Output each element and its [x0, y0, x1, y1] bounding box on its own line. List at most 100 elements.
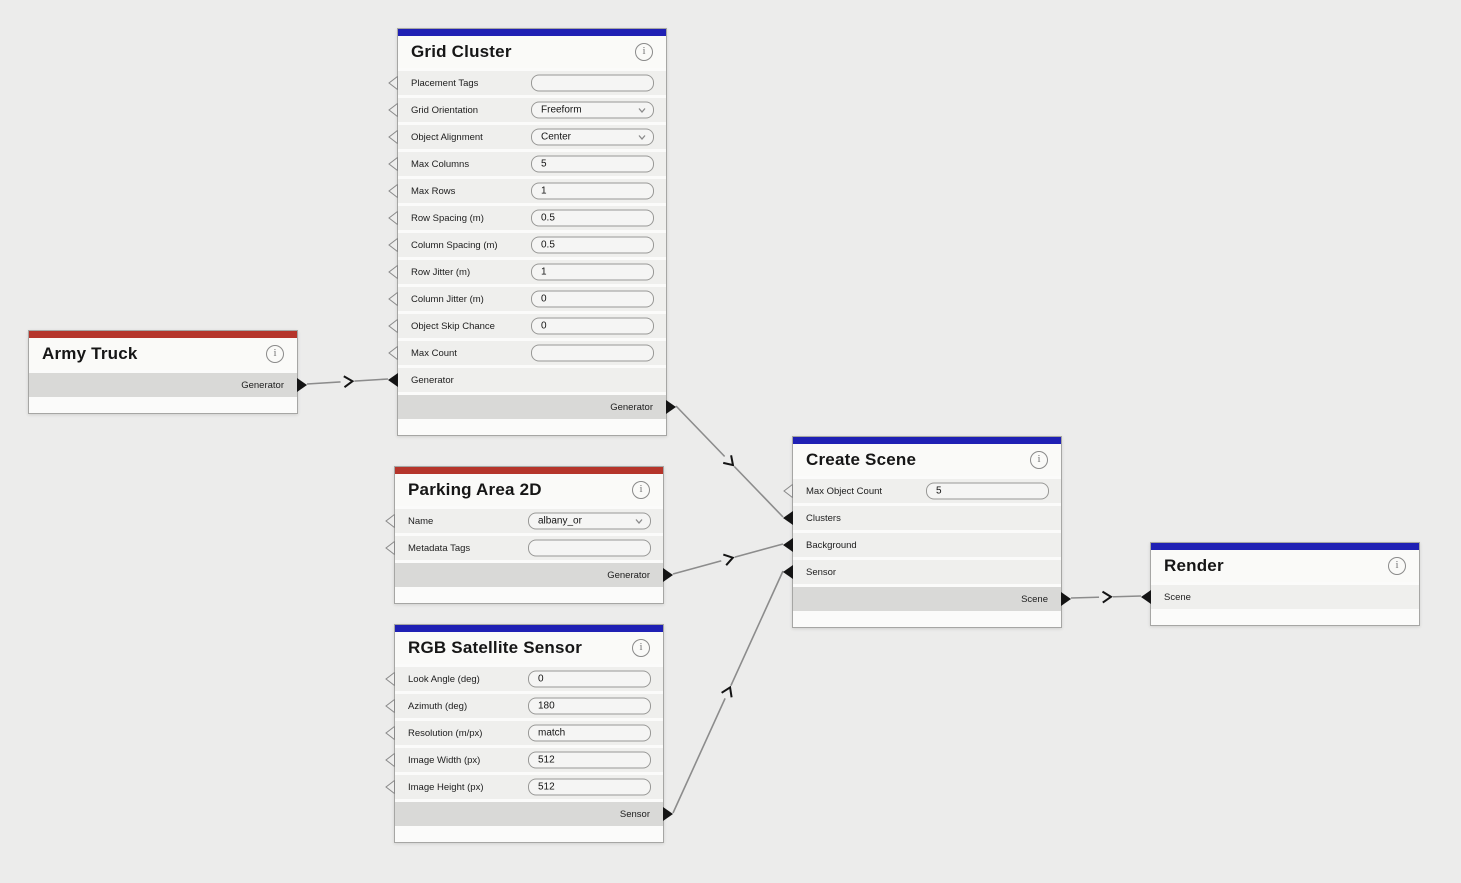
output-row: Generator [29, 373, 307, 397]
input-port-placement-tags[interactable] [388, 76, 398, 90]
image-height-input[interactable]: 512 [528, 778, 651, 796]
node-render[interactable]: Render i Scene [1141, 542, 1420, 626]
node-accent-bar [1151, 543, 1419, 550]
max-rows-input[interactable]: 1 [531, 182, 654, 200]
max-object-count-input[interactable]: 5 [926, 482, 1049, 500]
field-row: Generator [388, 368, 666, 392]
input-port-generator[interactable] [388, 373, 398, 387]
field-row: Max Rows 1 [388, 179, 666, 203]
output-label: Sensor [619, 808, 650, 820]
field-row: Column Spacing (m) 0.5 [388, 233, 666, 257]
field-row: Placement Tags [388, 71, 666, 95]
node-rgb-satellite-sensor[interactable]: RGB Satellite Sensor i Look Angle (deg) … [385, 624, 673, 843]
input-port-name[interactable] [385, 514, 395, 528]
field-row: Max Count [388, 341, 666, 365]
output-label: Generator [241, 379, 284, 391]
node-title: Parking Area 2D [408, 480, 542, 499]
node-grid-cluster[interactable]: Grid Cluster i Placement Tags Grid Orien… [388, 28, 676, 436]
node-army-truck[interactable]: Army Truck i Generator [28, 330, 307, 414]
input-port-grid-orientation[interactable] [388, 103, 398, 117]
output-row: Sensor [395, 802, 673, 826]
azimuth-input[interactable]: 180 [528, 697, 651, 715]
max-columns-input[interactable]: 5 [531, 155, 654, 173]
info-icon[interactable]: i [635, 43, 653, 61]
input-port-max-count[interactable] [388, 346, 398, 360]
input-port-resolution[interactable] [385, 726, 395, 740]
output-port-generator[interactable] [666, 400, 676, 414]
placement-tags-input[interactable] [531, 74, 654, 92]
column-jitter-input[interactable]: 0 [531, 290, 654, 308]
field-row: Row Spacing (m) 0.5 [388, 206, 666, 230]
output-row: Scene [793, 587, 1071, 611]
input-port-object-alignment[interactable] [388, 130, 398, 144]
node-accent-bar [398, 29, 666, 36]
info-icon[interactable]: i [1388, 557, 1406, 575]
node-accent-bar [395, 467, 663, 474]
node-title: Create Scene [806, 450, 917, 469]
chevron-down-icon [638, 108, 646, 113]
input-port-azimuth[interactable] [385, 699, 395, 713]
field-row: Column Jitter (m) 0 [388, 287, 666, 311]
output-port-generator[interactable] [297, 378, 307, 392]
name-select[interactable]: albany_or [528, 512, 651, 530]
info-icon[interactable]: i [632, 639, 650, 657]
info-icon[interactable]: i [266, 345, 284, 363]
input-port-row-spacing[interactable] [388, 211, 398, 225]
grid-orientation-select[interactable]: Freeform [531, 101, 654, 119]
node-create-scene[interactable]: Create Scene i Max Object Count 5 Cluste… [783, 436, 1071, 628]
look-angle-input[interactable]: 0 [528, 670, 651, 688]
input-port-max-object-count[interactable] [783, 484, 793, 498]
wire-gap [340, 374, 355, 389]
row-jitter-input[interactable]: 1 [531, 263, 654, 281]
output-port-scene[interactable] [1061, 592, 1071, 606]
field-row: Image Width (px) 512 [385, 748, 663, 772]
wire-direction-chevron-icon [723, 553, 735, 566]
input-port-background[interactable] [783, 538, 793, 552]
input-port-sensor[interactable] [783, 565, 793, 579]
field-row: Azimuth (deg) 180 [385, 694, 663, 718]
wire-direction-chevron-icon [343, 375, 355, 388]
node-titlebar: Army Truck i [29, 338, 297, 370]
input-port-image-height[interactable] [385, 780, 395, 794]
field-row: Background [783, 533, 1061, 557]
info-icon[interactable]: i [1030, 451, 1048, 469]
input-port-image-width[interactable] [385, 753, 395, 767]
output-port-generator[interactable] [663, 568, 673, 582]
node-accent-bar [29, 331, 297, 338]
input-port-clusters[interactable] [783, 511, 793, 525]
column-spacing-input[interactable]: 0.5 [531, 236, 654, 254]
row-spacing-input[interactable]: 0.5 [531, 209, 654, 227]
output-row: Generator [395, 563, 673, 587]
input-port-max-rows[interactable] [388, 184, 398, 198]
max-count-input[interactable] [531, 344, 654, 362]
output-label: Scene [1021, 593, 1048, 605]
input-port-column-jitter[interactable] [388, 292, 398, 306]
input-port-column-spacing[interactable] [388, 238, 398, 252]
object-skip-chance-input[interactable]: 0 [531, 317, 654, 335]
node-parking-area-2d[interactable]: Parking Area 2D i Name albany_or Metadat… [385, 466, 673, 604]
field-row: Scene [1141, 585, 1419, 609]
input-port-object-skip-chance[interactable] [388, 319, 398, 333]
output-label: Generator [607, 569, 650, 581]
resolution-input[interactable]: match [528, 724, 651, 742]
node-titlebar: Parking Area 2D i [395, 474, 663, 506]
info-icon[interactable]: i [632, 481, 650, 499]
input-port-scene[interactable] [1141, 590, 1151, 604]
field-row: Row Jitter (m) 1 [388, 260, 666, 284]
input-port-max-columns[interactable] [388, 157, 398, 171]
input-port-metadata-tags[interactable] [385, 541, 395, 555]
node-accent-bar [793, 437, 1061, 444]
metadata-tags-input[interactable] [528, 539, 651, 557]
output-port-sensor[interactable] [663, 807, 673, 821]
field-row: Name albany_or [385, 509, 663, 533]
field-row: Object Skip Chance 0 [388, 314, 666, 338]
field-row: Max Object Count 5 [783, 479, 1061, 503]
object-alignment-select[interactable]: Center [531, 128, 654, 146]
field-row: Object Alignment Center [388, 125, 666, 149]
input-port-row-jitter[interactable] [388, 265, 398, 279]
chevron-down-icon [638, 135, 646, 140]
image-width-input[interactable]: 512 [528, 751, 651, 769]
input-port-look-angle[interactable] [385, 672, 395, 686]
